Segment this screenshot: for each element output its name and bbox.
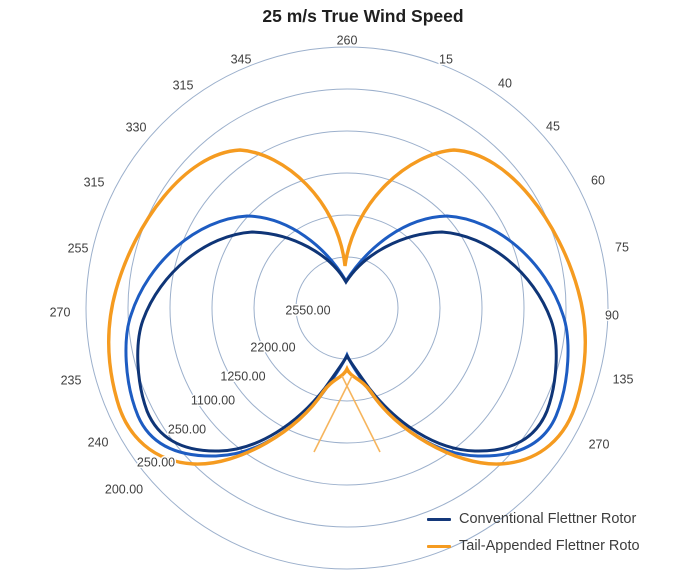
angle-tick-label: 15 [439, 53, 453, 67]
grid-ring [169, 130, 525, 486]
angle-tick-label: 315 [84, 176, 105, 190]
grid-ring [253, 214, 441, 402]
legend: Conventional Flettner Rotor Tail-Appende… [427, 510, 640, 564]
legend-label: Conventional Flettner Rotor [459, 511, 637, 527]
legend-item-conventional: Conventional Flettner Rotor [427, 510, 640, 528]
angle-tick-label: 255 [68, 242, 89, 256]
radial-tick-label: 200.00 [105, 483, 143, 497]
series-tail-appended [106, 148, 588, 466]
legend-item-tail-appended: Tail-Appended Flettner Roto [427, 537, 640, 555]
thin-orange-segment [341, 375, 381, 453]
radial-tick-label: 250.00 [168, 423, 206, 437]
radial-tick-label: 1250.00 [220, 370, 265, 384]
radial-tick-label: 250.00 [137, 456, 175, 470]
angle-tick-label: 60 [591, 174, 605, 188]
angle-tick-label: 235 [61, 374, 82, 388]
angle-tick-label: 135 [613, 373, 634, 387]
radial-tick-label: 1100.00 [191, 394, 235, 408]
angle-tick-label: 270 [589, 438, 610, 452]
angle-tick-label: 330 [126, 121, 147, 135]
radial-tick-label: 2200.00 [250, 341, 295, 355]
legend-swatch-navy-line [427, 517, 451, 521]
radial-tick-label: 2550.00 [285, 304, 330, 318]
angle-tick-label: 90 [605, 309, 619, 323]
angle-tick-label: 315 [173, 79, 194, 93]
angle-tick-label: 240 [88, 436, 109, 450]
angle-tick-label: 75 [615, 241, 629, 255]
series-conventional-inner [136, 230, 558, 453]
grid-ring [211, 172, 483, 444]
thin-orange-segment [313, 375, 353, 453]
angle-tick-label: 345 [231, 53, 252, 67]
grid-ring [85, 46, 609, 570]
chart-title: 25 m/s True Wind Speed [262, 6, 464, 26]
angle-tick-label: 45 [546, 120, 560, 134]
angle-tick-label: 40 [498, 77, 512, 91]
angle-tick-label: 270 [50, 306, 71, 320]
legend-label: Tail-Appended Flettner Roto [459, 538, 640, 554]
legend-swatch-orange-line [427, 544, 451, 548]
angle-tick-label: 260 [337, 34, 358, 48]
grid-ring [127, 88, 567, 528]
